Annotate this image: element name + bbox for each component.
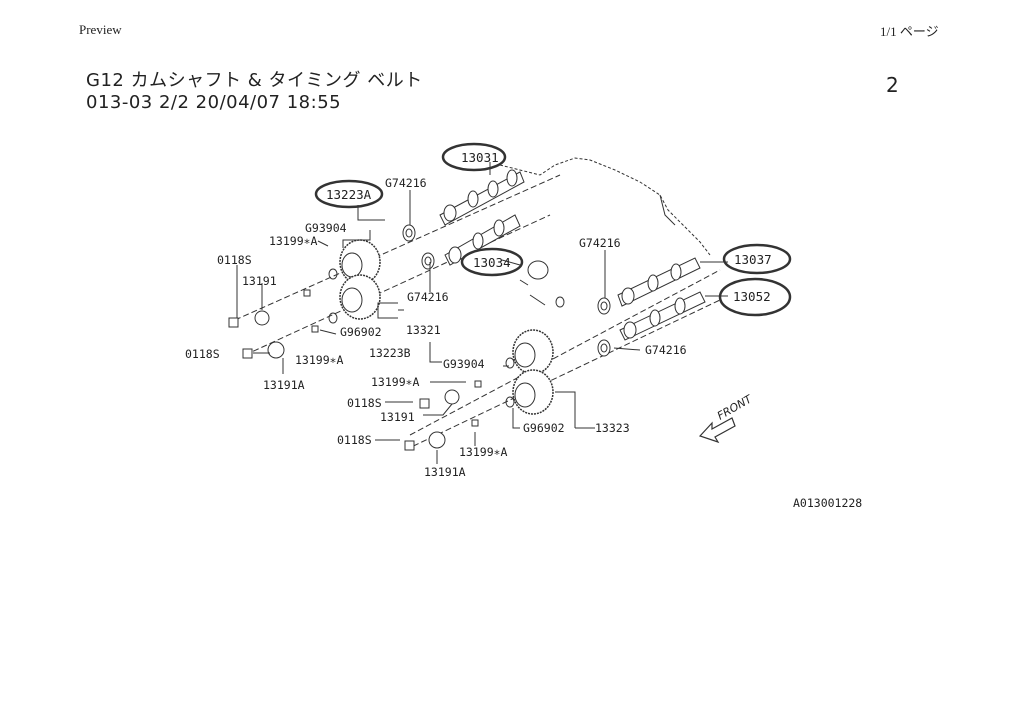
page-header-left: Preview — [79, 22, 122, 37]
label-0118s-3: 0118S — [347, 396, 382, 410]
label-13199a-4: 13199∗A — [459, 445, 508, 459]
label-13052: 13052 — [733, 289, 771, 304]
highlight-13052 — [718, 277, 792, 317]
label-g74216-d: G74216 — [645, 343, 687, 357]
sprocket-13223a — [339, 239, 381, 285]
diagram-code: A013001228 — [793, 496, 862, 510]
label-13199a-2: 13199∗A — [295, 353, 344, 367]
seal-g74216-d — [597, 339, 611, 357]
camshaft-13034 — [444, 214, 521, 266]
page-header-right: 1/1 ページ — [880, 24, 939, 39]
camshaft-13037 — [617, 257, 701, 307]
label-g96902-b: G96902 — [523, 421, 565, 435]
cylinder-head-outline — [499, 157, 711, 256]
title-line-1: G12 カムシャフト & タイミング ベルト — [86, 70, 423, 91]
label-13223a: 13223A — [326, 187, 372, 202]
label-13034: 13034 — [473, 255, 511, 270]
label-13191a-1: 13191A — [263, 378, 305, 392]
camshaft-13052 — [619, 291, 706, 341]
label-0118s-1: 0118S — [217, 253, 252, 267]
seal-g74216-b — [421, 252, 435, 270]
label-13323: 13323 — [595, 421, 630, 435]
document-title: G12 カムシャフト & タイミング ベルト 013-03 2/2 20/04/… — [86, 70, 423, 114]
label-g93904-b: G93904 — [443, 357, 485, 371]
title-line-2: 013-03 2/2 20/04/07 18:55 — [86, 92, 342, 113]
label-13037: 13037 — [734, 252, 772, 267]
label-13191-1: 13191 — [242, 274, 277, 288]
sprocket-13321 — [339, 274, 381, 320]
label-13031: 13031 — [461, 150, 499, 165]
label-0118s-2: 0118S — [185, 347, 220, 361]
axis-line-4 — [404, 299, 721, 451]
label-13191-2: 13191 — [380, 410, 415, 424]
label-g93904-a: G93904 — [305, 221, 347, 235]
highlight-13031 — [441, 142, 507, 172]
front-label: FRONT — [715, 392, 755, 423]
label-g96902-a: G96902 — [340, 325, 382, 339]
label-g74216-b: G74216 — [407, 290, 449, 304]
seal-g74216-c — [597, 297, 611, 315]
axis-line-2 — [244, 214, 551, 356]
label-13199a-1: 13199∗A — [269, 234, 318, 248]
axis-line-3 — [409, 269, 721, 436]
part-13034-cap — [527, 260, 549, 280]
page-number: 2 — [886, 73, 899, 97]
label-13191a-2: 13191A — [424, 465, 466, 479]
highlight-13034 — [460, 247, 524, 277]
camshaft-13031 — [439, 169, 525, 226]
label-13199a-3: 13199∗A — [371, 375, 420, 389]
label-g74216-c: G74216 — [579, 236, 621, 250]
highlight-13223a — [314, 179, 384, 209]
seal-g74216-a — [402, 224, 416, 242]
highlight-13037 — [722, 243, 792, 275]
label-g74216-a: G74216 — [385, 176, 427, 190]
label-0118s-4: 0118S — [337, 433, 372, 447]
sprocket-13323 — [512, 369, 554, 415]
label-13321: 13321 — [406, 323, 441, 337]
sprocket-13223b — [512, 329, 554, 375]
axis-line-1 — [234, 174, 561, 321]
front-arrow-icon — [698, 417, 736, 444]
label-13223b: 13223B — [369, 346, 411, 360]
